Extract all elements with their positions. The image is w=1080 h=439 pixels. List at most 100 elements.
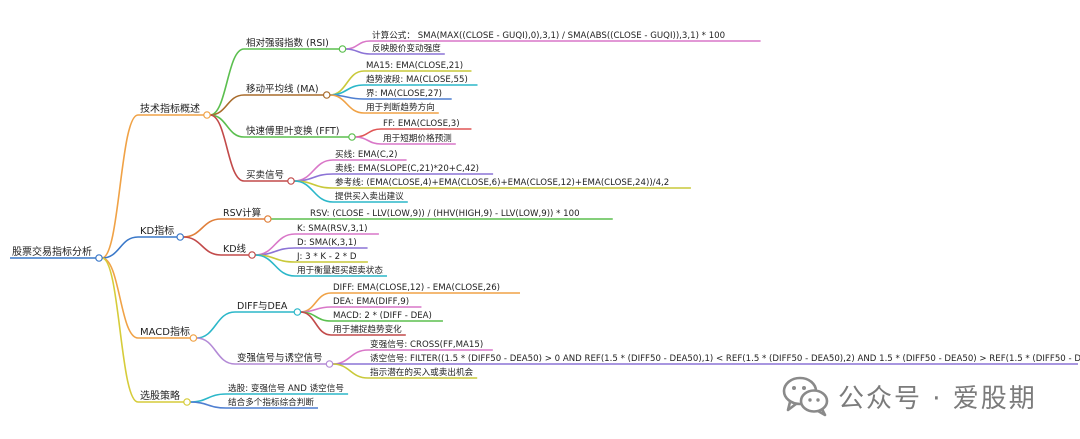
node-label-ma: 移动平均线 (MA) xyxy=(246,83,319,95)
node-label-rsi2: 反映股价变动强度 xyxy=(372,42,441,54)
edge-sel-sel1 xyxy=(189,393,227,403)
node-collapse-dot-root[interactable] xyxy=(95,254,103,262)
node-collapse-dot-sig[interactable] xyxy=(287,177,295,185)
edge-tr-tr3 xyxy=(332,363,369,379)
node-collapse-dot-rsv[interactable] xyxy=(264,215,272,223)
node-label-ma2: 趋势波段: MA(CLOSE,55) xyxy=(366,73,468,85)
edge-fft-fft2 xyxy=(354,136,382,145)
edge-root-sel xyxy=(101,257,139,403)
node-dd4: 用于捕捉趋势变化 xyxy=(331,323,406,336)
node-label-sig2: 卖线: EMA(SLOPE(C,21)*20+C,42) xyxy=(335,162,479,174)
node-kdl1: K: SMA(RSV,3,1) xyxy=(295,224,379,235)
node-label-tr2: 诱空信号: FILTER((1.5 * (DIFF50 - DEA50) > 0… xyxy=(370,352,1080,364)
edge-sel-sel2 xyxy=(189,401,227,409)
watermark-text: 公众号 · 爱股期 xyxy=(838,384,1037,414)
edge-macd-dd xyxy=(196,311,236,339)
node-ma4: 用于判断趋势方向 xyxy=(364,101,439,114)
node-dd3: MACD: 2 * (DIFF - DEA) xyxy=(331,311,443,322)
node-kdl4: 用于衡量超买超卖状态 xyxy=(295,264,387,277)
edge-kdl-kdl2 xyxy=(255,247,296,256)
node-sig3: 参考线: (EMA(CLOSE,4)+EMA(CLOSE,6)+EMA(CLOS… xyxy=(333,176,691,189)
node-tech: 技术指标概述 xyxy=(138,102,211,119)
watermark: 公众号 · 爱股期 xyxy=(780,374,1070,422)
node-label-sel: 选股策略 xyxy=(140,389,180,402)
node-label-sel1: 选股: 变强信号 AND 诱空信号 xyxy=(228,382,344,394)
node-label-rsi1: 计算公式： SMA(MAX((CLOSE - GUQI),0),3,1) / S… xyxy=(372,29,725,41)
node-rsi: 相对强弱指数 (RSI) xyxy=(244,37,347,53)
edge-kd-kdl xyxy=(183,236,222,256)
node-rsi2: 反映股价变动强度 xyxy=(370,42,445,55)
node-ma2: 趋势波段: MA(CLOSE,55) xyxy=(364,73,478,86)
node-label-fft1: FF: EMA(CLOSE,3) xyxy=(383,119,460,129)
node-label-rsv: RSV计算 xyxy=(223,207,261,219)
node-sig: 买卖信号 xyxy=(244,169,295,185)
node-rsi1: 计算公式： SMA(MAX((CLOSE - GUQI),0),3,1) / S… xyxy=(370,29,761,42)
node-label-ma3: 界: MA(CLOSE,27) xyxy=(366,88,442,99)
node-label-fft2: 用于短期价格预测 xyxy=(383,132,452,144)
edge-tr-tr1 xyxy=(332,349,369,365)
edge-fft-fft1 xyxy=(354,128,382,138)
node-tr2: 诱空信号: FILTER((1.5 * (DIFF50 - DEA50) > 0… xyxy=(368,352,1080,365)
node-collapse-dot-rsi[interactable] xyxy=(338,45,347,53)
node-collapse-dot-tr[interactable] xyxy=(325,360,334,368)
node-ma: 移动平均线 (MA) xyxy=(244,83,331,99)
node-collapse-dot-ma[interactable] xyxy=(322,91,331,99)
node-label-root: 股票交易指标分析 xyxy=(12,245,92,258)
node-sig2: 卖线: EMA(SLOPE(C,21)*20+C,42) xyxy=(333,162,494,175)
node-label-kdl3: J: 3 * K - 2 * D xyxy=(296,252,357,262)
edge-tech-rsi xyxy=(209,48,245,116)
node-tr: 变强信号与诱空信号 xyxy=(235,352,334,368)
node-dd2: DEA: EMA(DIFF,9) xyxy=(331,297,422,308)
edge-tech-sig xyxy=(209,114,245,182)
node-fft2: 用于短期价格预测 xyxy=(381,132,456,145)
edge-root-tech xyxy=(101,114,139,259)
node-collapse-dot-kdl[interactable] xyxy=(248,251,256,259)
node-dd: DIFF与DEA xyxy=(235,301,302,316)
edge-rsi-rsi2 xyxy=(345,48,371,55)
node-sig4: 提供买入卖出建议 xyxy=(333,190,408,203)
node-root: 股票交易指标分析 xyxy=(10,245,103,262)
node-collapse-dot-sel[interactable] xyxy=(183,398,191,406)
node-label-sig3: 参考线: (EMA(CLOSE,4)+EMA(CLOSE,6)+EMA(CLOS… xyxy=(335,176,669,188)
node-rsv: RSV计算 xyxy=(221,207,272,223)
edge-macd-tr xyxy=(196,337,236,365)
node-kdl: KD线 xyxy=(221,243,256,259)
node-fft1: FF: EMA(CLOSE,3) xyxy=(381,119,472,130)
node-kdl2: D: SMA(K,3,1) xyxy=(295,238,368,249)
node-collapse-dot-macd[interactable] xyxy=(189,334,198,342)
node-label-ma4: 用于判断趋势方向 xyxy=(366,101,435,113)
node-label-rsv1: RSV: (CLOSE - LLV(LOW,9)) / (HHV(HIGH,9)… xyxy=(310,209,580,219)
node-label-tech: 技术指标概述 xyxy=(140,102,200,115)
edge-dd-dd4 xyxy=(300,311,332,336)
edge-dd-dd2 xyxy=(300,306,332,313)
node-label-ma1: MA15: EMA(CLOSE,21) xyxy=(366,61,463,71)
node-sel1: 选股: 变强信号 AND 诱空信号 xyxy=(226,382,349,395)
node-sig1: 买线: EMA(C,2) xyxy=(333,148,407,161)
node-ma3: 界: MA(CLOSE,27) xyxy=(364,88,452,100)
node-label-tr3: 指示潜在的买入或卖出机会 xyxy=(370,366,474,378)
edge-ma-ma4 xyxy=(329,94,365,114)
node-layer: 股票交易指标分析 技术指标概述 相对强弱指数 (RSI) 计算公式： SMA(MAX(… xyxy=(10,29,1080,409)
edge-sig-sig4 xyxy=(293,180,334,203)
node-collapse-dot-tech[interactable] xyxy=(203,111,211,119)
edge-layer xyxy=(101,40,382,409)
node-tr1: 变强信号: CROSS(FF,MA15) xyxy=(368,338,493,351)
edge-kd-rsv xyxy=(183,218,222,238)
node-collapse-dot-dd[interactable] xyxy=(293,308,302,316)
edge-kdl-kdl4 xyxy=(254,254,296,277)
node-ma1: MA15: EMA(CLOSE,21) xyxy=(364,61,472,72)
node-fft: 快速傅里叶变换 (FFT) xyxy=(244,125,356,141)
node-kdl3: J: 3 * K - 2 * D xyxy=(295,252,368,263)
node-kd: KD指标 xyxy=(138,224,185,241)
edge-ma-ma1 xyxy=(329,70,365,96)
node-label-dd1: DIFF: EMA(CLOSE,12) - EMA(CLOSE,26) xyxy=(333,283,500,293)
node-collapse-dot-fft[interactable] xyxy=(348,133,356,141)
node-collapse-dot-kd[interactable] xyxy=(176,233,185,241)
node-label-dd3: MACD: 2 * (DIFF - DEA) xyxy=(333,311,432,321)
edge-rsi-rsi1 xyxy=(345,40,371,50)
node-label-kd: KD指标 xyxy=(140,224,174,237)
edge-sig-sig2 xyxy=(293,173,334,182)
node-label-tr: 变强信号与诱空信号 xyxy=(237,352,323,364)
node-label-dd4: 用于捕捉趋势变化 xyxy=(333,323,402,335)
